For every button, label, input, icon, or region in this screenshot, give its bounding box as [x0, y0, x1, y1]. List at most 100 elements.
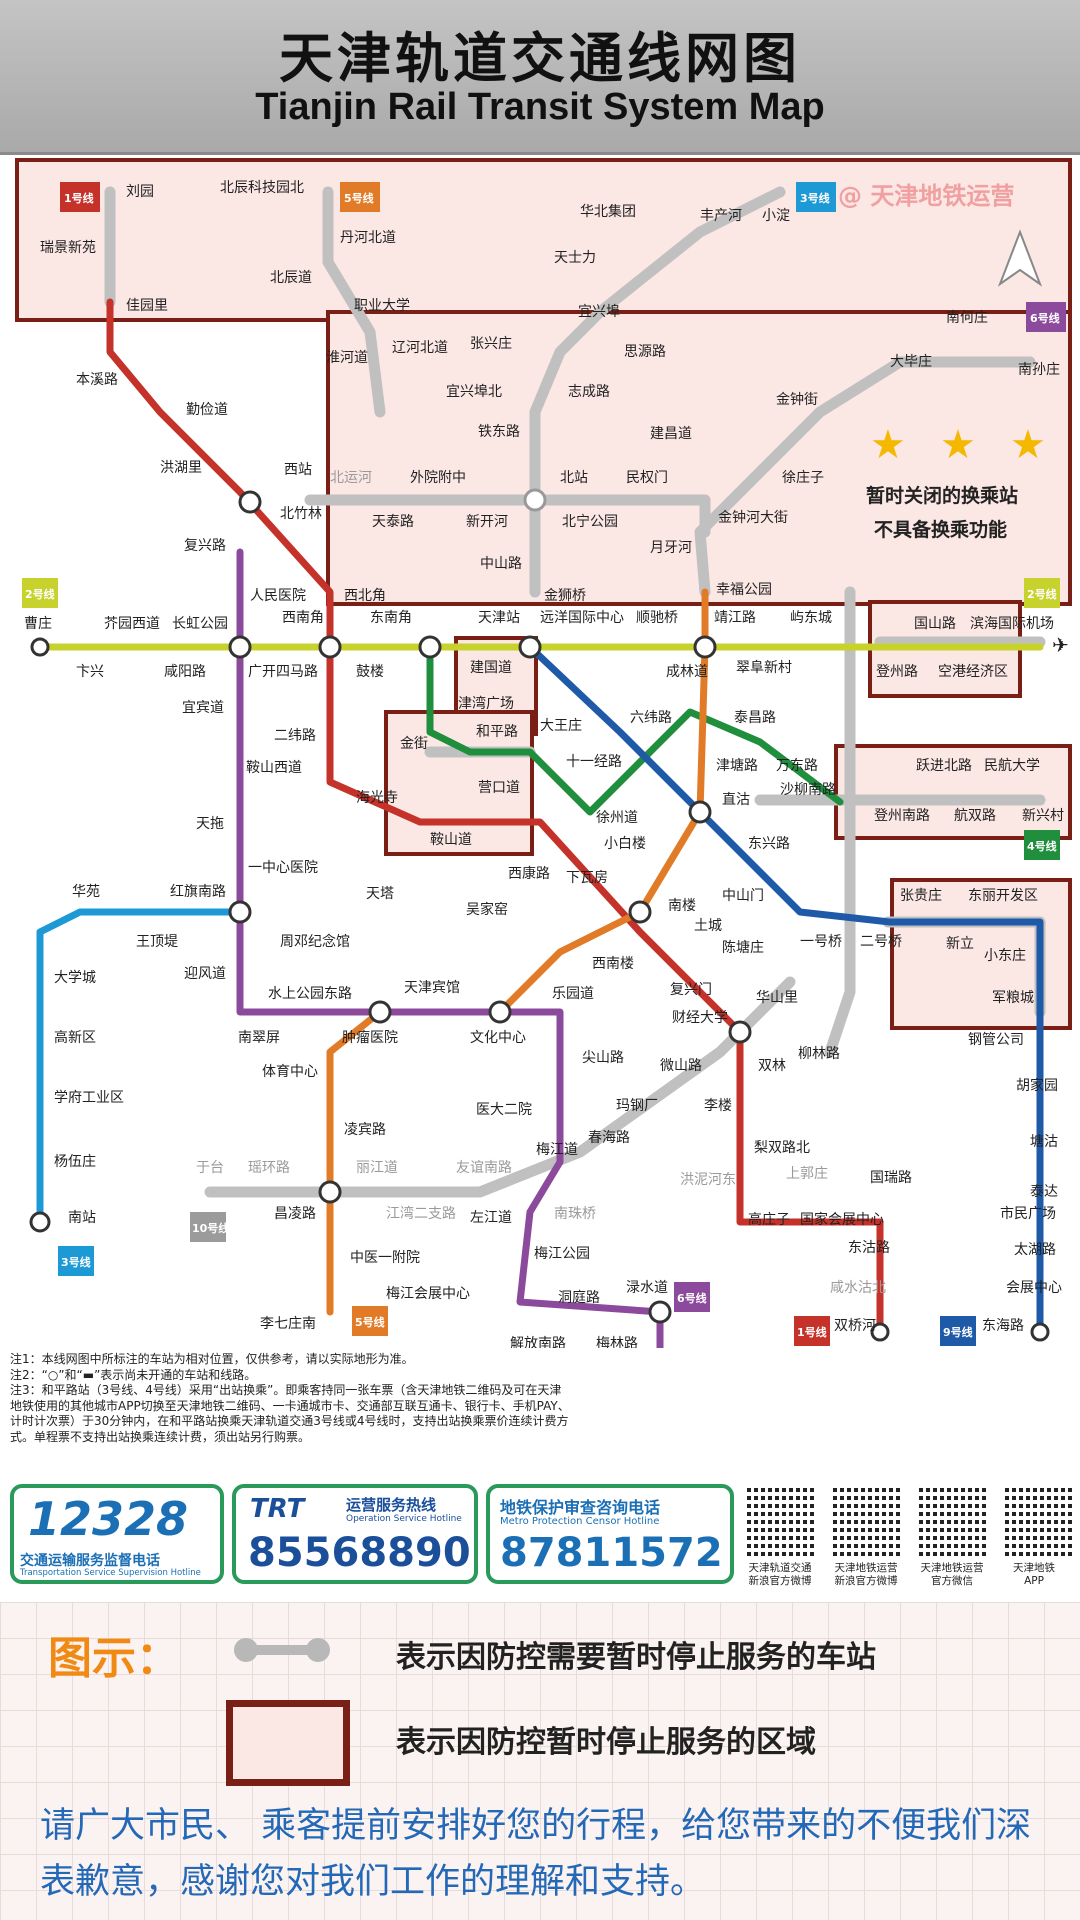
hotline-12328-en: Transportation Service Supervision Hotli…	[20, 1568, 201, 1578]
station-label: 南何庄	[946, 309, 988, 326]
station-marker-caijing	[728, 1020, 752, 1044]
station-label: 肿瘤医院	[342, 1029, 398, 1046]
hotline-12328-number: 12328	[28, 1492, 189, 1546]
station-labels: 刘园 瑞景新苑 佳园里 本溪路 勤俭道 洪湖里 西站 北竹林 复兴路 人民医院 …	[24, 180, 1064, 1348]
line-5-badge-south-label: 5号线	[355, 1315, 385, 1329]
station-label: 津塘路	[716, 758, 758, 774]
station-label: 南楼	[668, 898, 696, 914]
station-label: 翠阜新村	[736, 659, 792, 676]
station-label: 滨海国际机场	[970, 616, 1054, 632]
station-label: 左江道	[470, 1210, 512, 1226]
station-label: 会展中心	[1006, 1280, 1062, 1296]
station-label: 远洋国际中心	[540, 610, 624, 626]
line-9-badge	[940, 1316, 976, 1346]
line-1-badge-label: 1号线	[64, 191, 94, 205]
qr-code-weibo-operation[interactable]	[830, 1484, 902, 1556]
line-1-badge-south-label: 1号线	[797, 1325, 827, 1339]
line-2-badge-east-label: 2号线	[1027, 587, 1057, 601]
station-label: 一号桥	[800, 934, 842, 950]
station-label: 辽河北道	[392, 340, 448, 356]
qr-label-line1: 天津地铁	[1013, 1562, 1055, 1574]
station-label: 太湖路	[1014, 1242, 1056, 1258]
qr-label: 天津地铁运营新浪官方微博	[822, 1562, 910, 1588]
station-label: 张贵庄	[900, 887, 942, 904]
station-label: 下瓦房	[566, 870, 608, 886]
qr-code-wechat[interactable]	[916, 1484, 988, 1556]
qr-label-line2: 新浪官方微博	[834, 1575, 898, 1587]
station-label: 小淀	[762, 208, 790, 224]
station-label: 财经大学	[672, 1010, 728, 1026]
rail-network-map: 1号线 5号线 3号线 6号线 2号线 2号线 4号线 10号线 3号线 5号线…	[15, 158, 1072, 1348]
station-label: 跃进北路	[916, 758, 972, 774]
station-label: 新开河	[466, 514, 508, 530]
station-marker-donghai	[1030, 1322, 1050, 1342]
station-label: 鞍山道	[430, 832, 472, 848]
station-label: 西站	[284, 462, 312, 478]
station-label: 江湾二支路	[386, 1205, 456, 1222]
station-label: 钢管公司	[968, 1032, 1024, 1048]
station-marker-dongnanjiao	[418, 635, 442, 659]
hotline-operation-en: Operation Service Hotline	[346, 1514, 462, 1524]
station-markers	[29, 488, 1050, 1342]
station-label: 尖山路	[582, 1050, 624, 1066]
station-label: 洞庭路	[558, 1289, 600, 1306]
station-label: 淮河道	[326, 350, 368, 366]
hotline-metro-protection: 地铁保护审查咨询电话 Metro Protection Censor Hotli…	[486, 1484, 734, 1584]
station-label: 营口道	[478, 780, 520, 796]
station-label: 金狮桥	[544, 588, 586, 604]
station-label: 沙柳南路	[780, 781, 836, 798]
qr-label-line1: 天津轨道交通	[748, 1562, 812, 1574]
qr-label: 天津地铁运营官方微信	[908, 1562, 996, 1588]
station-label: 吴家窑	[466, 901, 508, 918]
closed-transfer-note-line2: 不具备换乘功能	[874, 518, 1007, 541]
line-2-badge-west-label: 2号线	[25, 587, 55, 601]
suspended-station-icon	[234, 1638, 330, 1662]
station-label: 丰产河	[700, 208, 742, 224]
north-arrow-icon	[997, 229, 1043, 287]
station-label: 鞍山西道	[246, 760, 302, 776]
closed-zone-north	[15, 158, 1072, 322]
qr-code-weibo-transit[interactable]	[744, 1484, 816, 1556]
station-label: 华山里	[756, 990, 798, 1006]
line-6-badge	[1026, 302, 1066, 332]
station-label: 华苑	[72, 884, 100, 900]
legend-station-text: 表示因防控需要暂时停止服务的车站	[396, 1640, 876, 1675]
station-label: 月牙河	[650, 540, 692, 556]
qr-code-app[interactable]	[1002, 1484, 1074, 1556]
line-4-north-suspended	[304, 494, 711, 538]
station-label: 西南楼	[592, 956, 634, 972]
hotline-12328-cn: 交通运输服务监督电话	[20, 1553, 160, 1569]
station-label: 于台	[196, 1160, 224, 1176]
station-label: 天士力	[554, 250, 596, 266]
star-icon: ★	[940, 422, 976, 468]
map-notes: 注1：本线网图中所标注的车站为相对位置，仅供参考，请以实际地形为准。 注2：“○…	[10, 1352, 570, 1445]
note-3: 注3：和平路站（3号线、4号线）采用“出站换乘”。即乘客持同一张车票（含天津地铁…	[10, 1383, 570, 1444]
station-label: 长虹公园	[172, 616, 228, 632]
station-label: 铁东路	[478, 424, 520, 440]
station-label: 红旗南路	[170, 884, 226, 900]
station-label: 西北角	[344, 588, 386, 604]
map-title-chinese: 天津轨道交通线网图	[279, 27, 801, 90]
qr-label-line1: 天津地铁运营	[834, 1562, 898, 1574]
station-label: 春海路	[588, 1130, 630, 1146]
station-label: 水上公园东路	[268, 986, 352, 1002]
hotline-protection-en: Metro Protection Censor Hotline	[500, 1516, 660, 1527]
hotline-12328: 12328 交通运输服务监督电话 Transportation Service …	[10, 1484, 224, 1584]
line-5-badge	[340, 182, 380, 212]
station-marker-xinanjiao	[318, 635, 342, 659]
station-label: 职业大学	[354, 298, 410, 314]
line-6-badge-label: 6号线	[1030, 311, 1060, 325]
hotline-operation-number: 85568890	[248, 1530, 471, 1576]
note-2: 注2：“○”和“▬”表示尚未开通的车站和线路。	[10, 1367, 257, 1382]
line-1	[106, 298, 884, 1336]
station-label: 大学城	[54, 970, 96, 986]
station-label: 登州南路	[874, 808, 930, 824]
station-label: 泰昌路	[734, 710, 776, 726]
station-label: 梅林路	[596, 1336, 638, 1348]
station-label: 土城	[694, 918, 722, 934]
station-label: 金钟河大街	[718, 509, 788, 526]
station-label: 瑞景新苑	[40, 240, 96, 256]
line-6-badge-south-label: 6号线	[677, 1291, 707, 1305]
station-label: 李七庄南	[260, 1315, 316, 1332]
station-label: 万东路	[776, 758, 818, 774]
